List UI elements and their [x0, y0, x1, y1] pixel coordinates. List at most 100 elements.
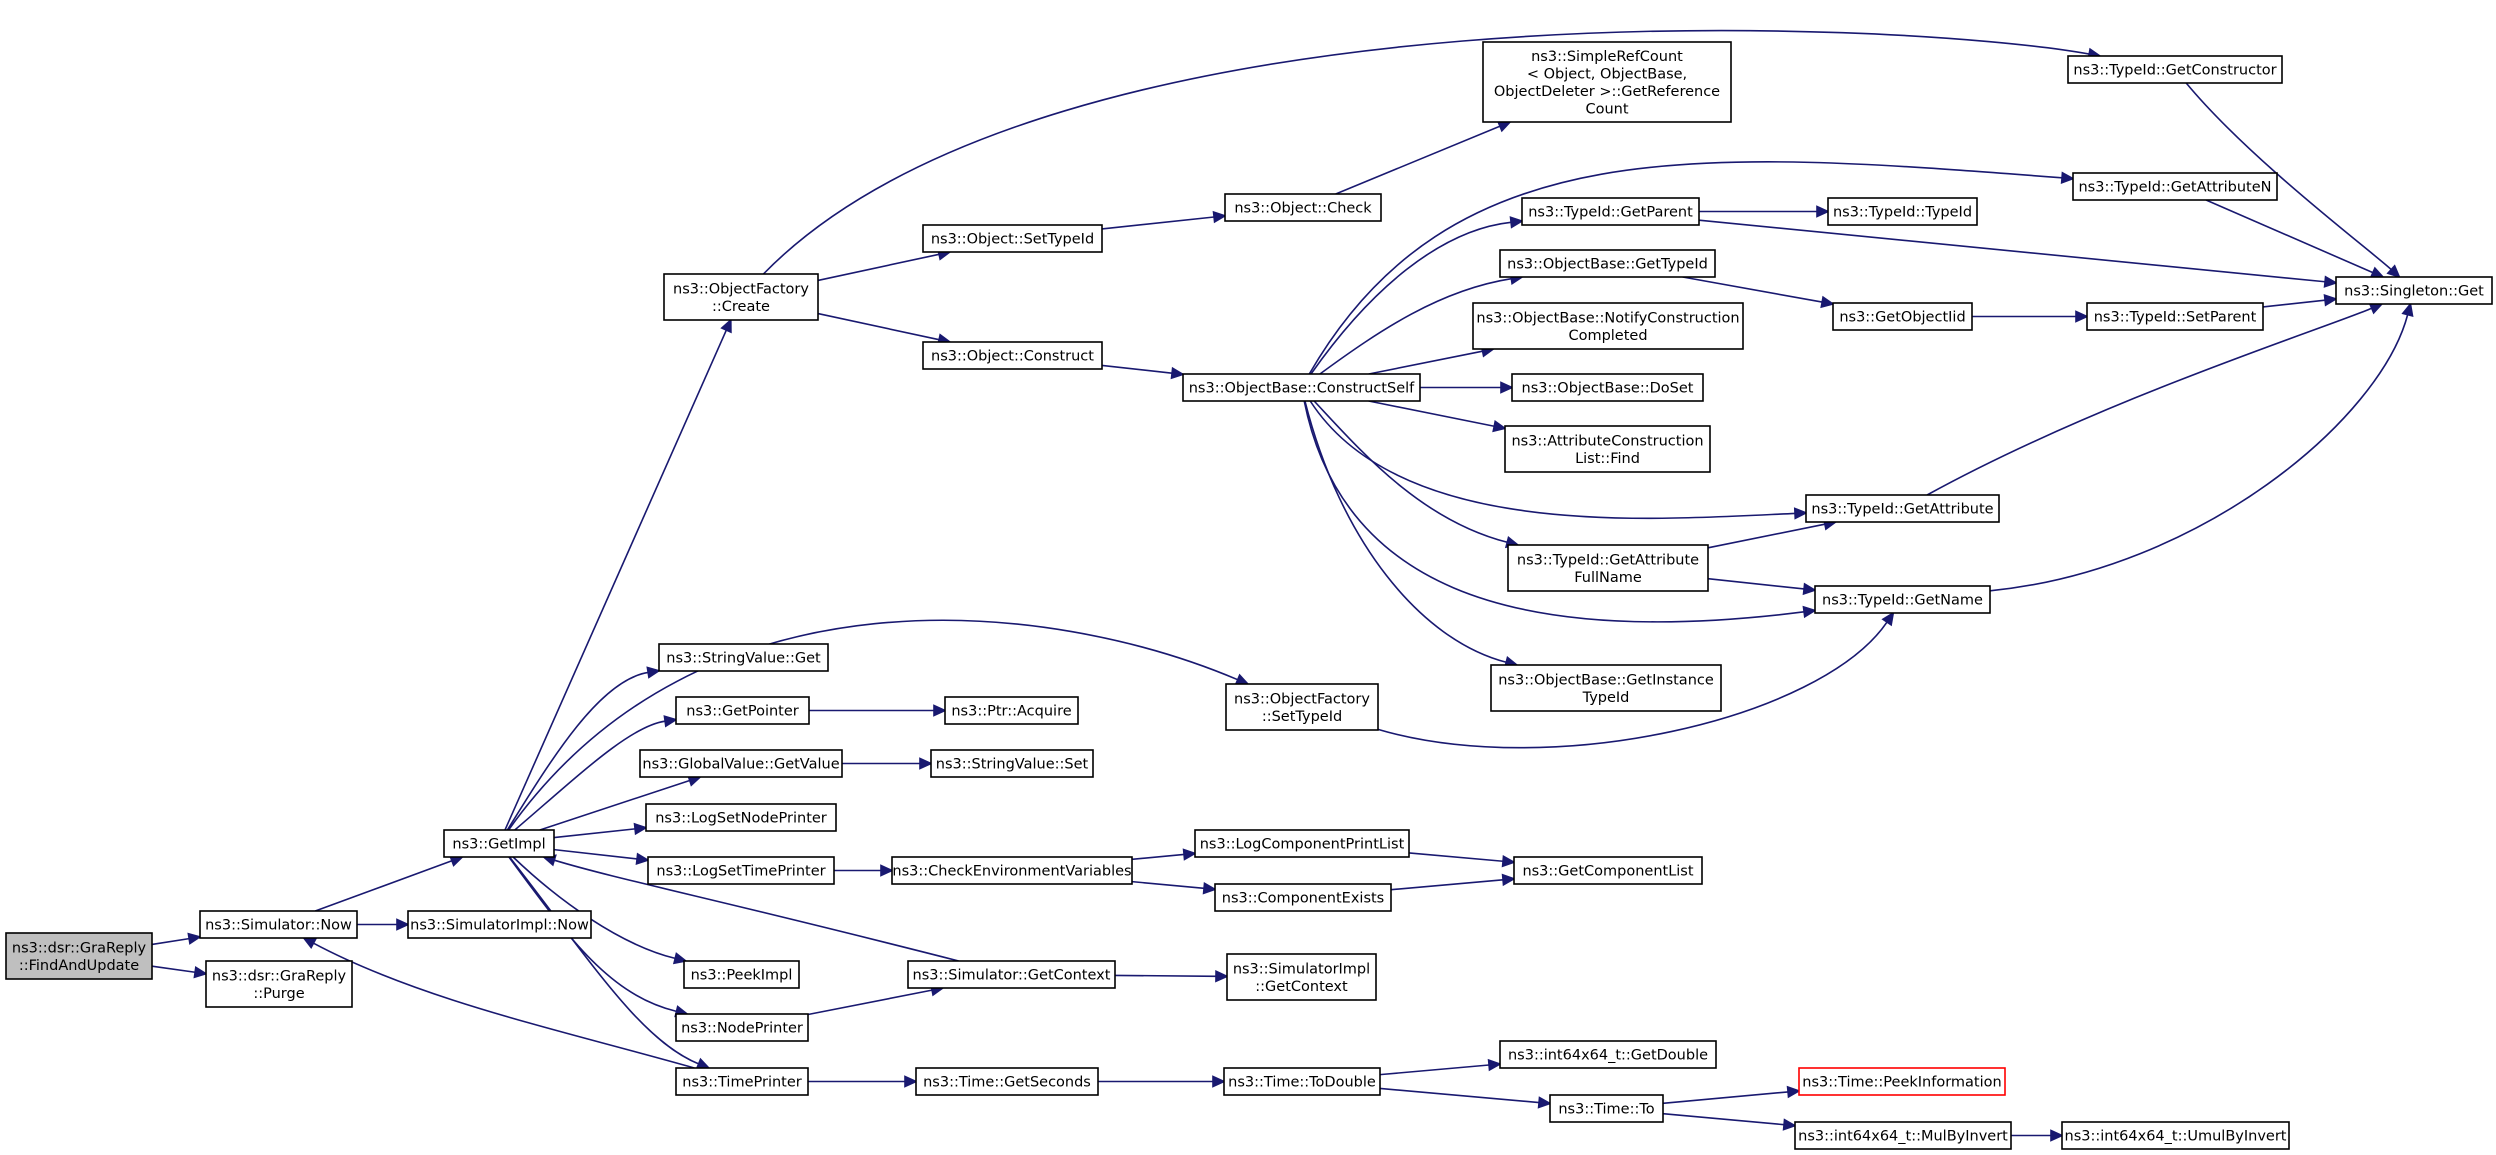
edge-line — [1379, 1087, 1540, 1104]
arrowhead-icon — [1782, 1118, 1797, 1131]
edge-line — [1989, 314, 2409, 592]
function-node-n27[interactable]: ns3::Time::ToDouble — [1223, 1067, 1381, 1096]
function-node-n39[interactable]: ns3::TypeId::TypeId — [1827, 197, 1978, 226]
function-node-n41[interactable]: ns3::TypeId::GetAttribute — [1805, 494, 2000, 523]
function-node-n15[interactable]: ns3::Object::Construct — [922, 341, 1103, 370]
node-box — [675, 1067, 809, 1096]
node-box — [1814, 585, 1991, 614]
function-node-n37[interactable]: ns3::int64x64_t::GetDouble — [1499, 1040, 1717, 1069]
edge-n24-to-n36 — [1408, 852, 1516, 868]
node-label: ns3::ObjectBase::NotifyConstruction — [1476, 310, 1739, 326]
arrowhead-icon — [2368, 302, 2384, 315]
function-node-n25[interactable]: ns3::ComponentExists — [1214, 883, 1392, 912]
node-box — [1482, 41, 1732, 123]
function-node-n1[interactable]: ns3::Simulator::Now — [199, 910, 358, 939]
node-label: ns3::GetImpl — [452, 837, 545, 853]
arrowhead-icon — [1212, 210, 1227, 224]
function-node-n6[interactable]: ns3::StringValue::Get — [658, 643, 829, 672]
function-node-n21[interactable]: ns3::Object::Check — [1224, 193, 1382, 222]
arrowhead-icon — [695, 1057, 711, 1070]
edge-line — [1408, 852, 1504, 863]
function-node-n32[interactable]: ns3::ObjectBase::DoSet — [1511, 373, 1704, 402]
function-node-n17[interactable]: ns3::StringValue::Set — [930, 749, 1094, 778]
edge-n3-to-n10 — [553, 848, 650, 866]
edge-n38-to-n44 — [1662, 1112, 1797, 1131]
function-node-n19[interactable]: ns3::Simulator::GetContext — [907, 960, 1116, 989]
function-node-n11[interactable]: ns3::PeekImpl — [683, 960, 800, 989]
function-node-n42[interactable]: ns3::TypeId::GetName — [1814, 585, 1991, 614]
node-label: ::Purge — [253, 986, 304, 1002]
node-label: ns3::ObjectFactory — [673, 281, 809, 297]
node-box — [1224, 193, 1382, 222]
function-node-n24[interactable]: ns3::LogComponentPrintList — [1194, 829, 1410, 858]
node-label: ns3::GlobalValue::GetValue — [642, 757, 839, 773]
arrowhead-icon — [646, 666, 661, 679]
node-label: ::SetTypeId — [1262, 709, 1342, 725]
function-node-n2[interactable]: ns3::dsr::GraReply::Purge — [205, 960, 353, 1008]
node-label: ::Create — [712, 299, 770, 315]
function-node-n0[interactable]: ns3::dsr::GraReply::FindAndUpdate — [5, 932, 153, 980]
function-node-n5[interactable]: ns3::ObjectFactory::Create — [663, 273, 819, 321]
function-node-n44[interactable]: ns3::int64x64_t::MulByInvert — [1794, 1121, 2012, 1150]
node-label: ns3::Simulator::Now — [205, 918, 352, 934]
edge-n23-to-n42 — [1377, 611, 1895, 749]
edge-n18-to-n25 — [1131, 880, 1217, 895]
function-node-n9[interactable]: ns3::LogSetNodePrinter — [645, 803, 837, 832]
arrowhead-icon — [1170, 366, 1185, 380]
function-node-n29[interactable]: ns3::TypeId::GetParent — [1521, 197, 1700, 226]
function-node-n13[interactable]: ns3::TimePrinter — [675, 1067, 809, 1096]
function-node-n49[interactable]: ns3::Singleton::Get — [2335, 276, 2493, 305]
edge-n13-to-n1 — [302, 937, 695, 1069]
function-node-n22[interactable]: ns3::ObjectBase::ConstructSelf — [1182, 373, 1421, 402]
function-node-n28[interactable]: ns3::SimpleRefCount< Object, ObjectBase,… — [1482, 41, 1732, 123]
edge-n22-to-n31 — [1368, 345, 1496, 375]
function-node-n38[interactable]: ns3::Time::To — [1549, 1094, 1664, 1123]
edge-n3-to-n13 — [508, 856, 711, 1070]
edge-n22-to-n34 — [1313, 400, 1520, 549]
node-label: ns3::Ptr::Acquire — [951, 704, 1071, 720]
function-node-n40[interactable]: ns3::GetObjectIid — [1832, 302, 1973, 331]
edge-n19-to-n26 — [1114, 970, 1229, 983]
function-node-n4[interactable]: ns3::SimulatorImpl::Now — [407, 910, 592, 939]
function-node-n7[interactable]: ns3::GetPointer — [675, 696, 810, 725]
node-box — [645, 803, 837, 832]
function-node-n47[interactable]: ns3::TypeId::SetParent — [2086, 302, 2264, 331]
function-node-n45[interactable]: ns3::TypeId::GetConstructor — [2067, 55, 2283, 84]
edge-n34-to-n42 — [1707, 577, 1817, 596]
function-node-n43[interactable]: ns3::Time::PeekInformation — [1798, 1067, 2006, 1096]
function-node-n3[interactable]: ns3::GetImpl — [443, 829, 555, 858]
function-node-n18[interactable]: ns3::CheckEnvironmentVariables — [891, 856, 1133, 885]
edge-line — [1303, 400, 1805, 623]
node-label: ns3::GetPointer — [686, 704, 799, 720]
node-label: ::FindAndUpdate — [19, 958, 139, 974]
function-node-n8[interactable]: ns3::GlobalValue::GetValue — [639, 749, 843, 778]
node-box — [1223, 1067, 1381, 1096]
function-node-n46[interactable]: ns3::TypeId::GetAttributeN — [2072, 172, 2278, 201]
edge-line — [553, 848, 638, 860]
function-node-n10[interactable]: ns3::LogSetTimePrinter — [647, 856, 835, 885]
node-label: ns3::Time::PeekInformation — [1802, 1075, 2001, 1091]
node-box — [639, 749, 843, 778]
node-label: ns3::StringValue::Get — [666, 651, 821, 667]
edge-line — [1114, 974, 1217, 978]
edge-n22-to-n33 — [1368, 400, 1507, 433]
node-box — [2067, 55, 2283, 84]
node-label: ns3::GetComponentList — [1522, 864, 1693, 880]
function-node-n16[interactable]: ns3::Ptr::Acquire — [944, 696, 1079, 725]
function-node-n14[interactable]: ns3::Object::SetTypeId — [922, 224, 1103, 253]
function-node-n30[interactable]: ns3::ObjectBase::GetTypeId — [1499, 249, 1716, 278]
edge-n3-to-n23 — [507, 619, 1250, 831]
node-box — [5, 932, 153, 980]
function-node-n31[interactable]: ns3::ObjectBase::NotifyConstructionCompl… — [1472, 302, 1744, 350]
function-node-n20[interactable]: ns3::Time::GetSeconds — [915, 1067, 1099, 1096]
function-node-n36[interactable]: ns3::GetComponentList — [1513, 856, 1703, 885]
node-box — [1490, 664, 1722, 712]
function-node-n48[interactable]: ns3::int64x64_t::UmulByInvert — [2061, 1121, 2290, 1150]
edge-n3-to-n8 — [539, 774, 702, 831]
function-node-n23[interactable]: ns3::ObjectFactory::SetTypeId — [1225, 683, 1379, 731]
function-node-n26[interactable]: ns3::SimulatorImpl::GetContext — [1226, 953, 1377, 1001]
function-node-n12[interactable]: ns3::NodePrinter — [675, 1013, 809, 1042]
